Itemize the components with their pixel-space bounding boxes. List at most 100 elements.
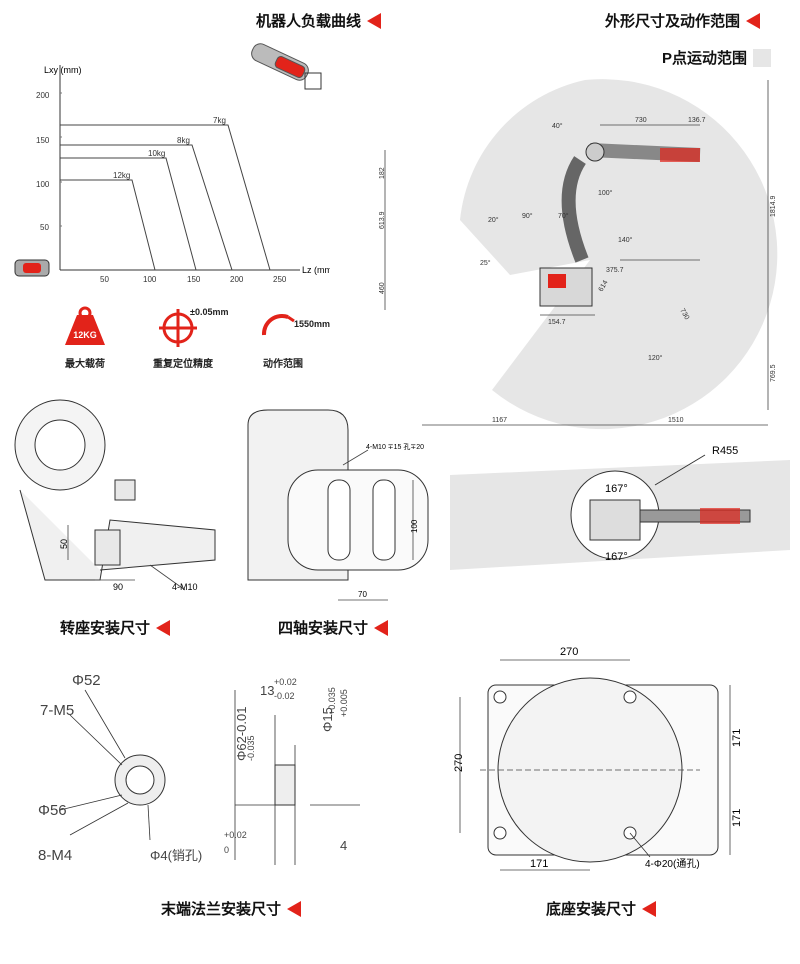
range-legend-swatch — [753, 48, 772, 67]
dim-label: 100 — [410, 519, 419, 533]
red-triangle-icon — [642, 900, 657, 917]
dim-label: 171 — [731, 809, 743, 827]
load-curve-title: 机器人负载曲线 — [256, 10, 382, 31]
red-triangle-icon — [156, 619, 171, 636]
dim-label: 154.7 — [548, 319, 566, 326]
dim-label: +0.005 — [339, 689, 349, 717]
x-tick: 50 — [100, 275, 109, 284]
dim-label: 769.5 — [770, 364, 777, 382]
dim-label: Φ52 — [72, 672, 101, 689]
dim-label: +0.02 — [274, 677, 297, 687]
payload-spec: 12KG 最大载荷 — [55, 305, 115, 370]
red-triangle-icon — [746, 12, 761, 29]
load-curve-diagram: Lxy (mm) Lz (mm) 50 100 150 200 50 100 1… — [14, 43, 330, 284]
angle-label: 167° — [605, 551, 628, 563]
dim-label: 375.7 — [606, 267, 624, 274]
y-axis-label: Lxy (mm) — [44, 65, 82, 75]
dim-label: +0.035 — [327, 687, 337, 715]
p-point-range-area — [460, 79, 778, 430]
range-spec: 1550mm 动作范围 — [258, 305, 348, 370]
dim-label: 1510 — [668, 417, 684, 424]
angle-label: 100° — [598, 189, 613, 197]
angle-label: 167° — [605, 483, 628, 495]
y-tick: 100 — [36, 180, 50, 189]
dim-label: -0.02 — [274, 691, 295, 701]
angle-label: 90° — [522, 212, 533, 220]
red-triangle-icon — [367, 12, 382, 29]
svg-text:±0.05mm: ±0.05mm — [190, 307, 228, 317]
dim-label: 460 — [379, 282, 386, 294]
x-tick: 150 — [187, 275, 201, 284]
dim-label: +0.02 — [224, 830, 247, 840]
angle-label: 25° — [480, 259, 491, 267]
dim-label: 1167 — [492, 417, 507, 424]
wrist-icon — [251, 43, 322, 90]
dim-label: -0.035 — [246, 735, 256, 761]
dim-label: 171 — [530, 858, 548, 870]
dim-label: 4-M10 — [172, 582, 198, 592]
flange-diagram: Φ52 7-M5 Φ56 8-M4 Φ4(销孔) +0.02 0 Φ62-0.0… — [38, 672, 360, 865]
dim-label: 0 — [224, 845, 229, 855]
turret-diagram: 50 90 4-M10 — [14, 399, 216, 592]
dim-label: 4-M10 ∓15 孔∓20 — [366, 443, 424, 451]
x-tick: 200 — [230, 275, 244, 284]
dim-label: Φ56 — [38, 802, 67, 819]
dim-label: 50 — [59, 539, 69, 549]
curve-10kg — [60, 157, 197, 271]
curve-label: 12kg — [113, 171, 130, 180]
accuracy-spec: ±0.05mm 重复定位精度 — [148, 303, 238, 370]
dim-label: 614 — [598, 279, 610, 293]
dim-label: 171 — [731, 729, 743, 747]
crosshair-icon: ±0.05mm — [159, 307, 228, 347]
work-range-diagram: 730 136.7 182 613.9 460 1814.9 769.5 375… — [379, 79, 778, 430]
turret-title: 转座安装尺寸 — [60, 617, 171, 638]
radius-label: R455 — [712, 445, 738, 457]
x-tick: 100 — [143, 275, 157, 284]
svg-text:12KG: 12KG — [73, 330, 97, 340]
y-tick: 150 — [36, 136, 50, 145]
x-axis-label: Lz (mm) — [302, 265, 330, 275]
base-diagram: 270 270 171 171 171 4-Φ20(通孔) — [453, 646, 743, 871]
red-triangle-icon — [287, 900, 302, 917]
arc-icon: 1550mm — [261, 313, 330, 336]
flange-title: 末端法兰安装尺寸 — [161, 898, 302, 919]
dim-label: 90 — [113, 582, 123, 592]
red-triangle-icon — [374, 619, 389, 636]
dim-label: 270 — [453, 754, 465, 772]
dim-label: 730 — [678, 308, 690, 322]
dim-label: 8-M4 — [38, 847, 72, 864]
dim-label: Φ62-0.01 — [234, 707, 249, 761]
tool-icon — [14, 259, 50, 277]
dim-label: 7-M5 — [40, 702, 74, 719]
y-tick: 50 — [40, 223, 49, 232]
base-title: 底座安装尺寸 — [546, 898, 657, 919]
angle-label: 120° — [648, 354, 663, 362]
axis4-title: 四轴安装尺寸 — [278, 617, 389, 638]
curve-label: 8kg — [177, 136, 190, 145]
axis4-diagram: 4-M10 ∓15 孔∓20 100 70 — [247, 409, 429, 601]
dim-label: 4 — [340, 838, 347, 853]
curve-7kg — [60, 124, 271, 271]
curve-label: 10kg — [148, 149, 165, 158]
dim-label: 70 — [358, 590, 367, 599]
range-title: 外形尺寸及动作范围 — [605, 10, 761, 31]
dim-label: 613.9 — [379, 211, 386, 229]
x-tick: 250 — [273, 275, 287, 284]
dim-label: 1814.9 — [770, 195, 777, 217]
dim-label: 4-Φ20(通孔) — [645, 858, 700, 870]
svg-text:1550mm: 1550mm — [294, 319, 330, 329]
dim-label: Φ15 — [320, 707, 335, 732]
weight-icon: 12KG — [65, 306, 105, 345]
angle-label: 20° — [488, 216, 499, 224]
robot-side-icon — [539, 142, 701, 307]
y-tick: 200 — [36, 91, 50, 100]
dim-label: Φ4(销孔) — [150, 848, 202, 863]
dim-label: 136.7 — [688, 117, 706, 124]
curve-8kg — [60, 144, 233, 271]
dim-label: 730 — [635, 117, 647, 124]
angle-label: 40° — [552, 122, 563, 130]
dim-label: 13 — [260, 683, 274, 698]
dim-label: 270 — [560, 646, 578, 658]
angle-label: 70° — [558, 212, 569, 220]
curve-12kg — [60, 179, 156, 271]
